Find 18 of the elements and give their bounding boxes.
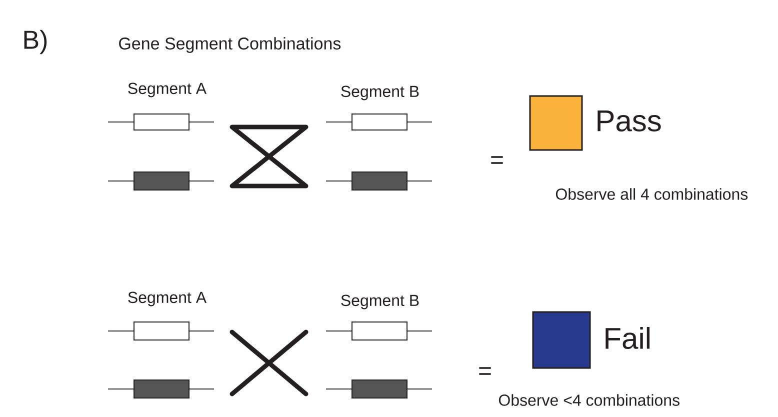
note: Observe all 4 combinations [556, 188, 748, 200]
gene-segment [325, 380, 433, 398]
note: Observe <4 combinations [498, 394, 680, 406]
gene-segment [107, 380, 215, 398]
result-swatch [529, 95, 583, 151]
gene-segment [107, 114, 215, 130]
gene-segment [107, 322, 215, 340]
gene-segment [325, 322, 433, 340]
equals-sign: = [479, 367, 491, 375]
gene-segment [325, 114, 433, 130]
panel-letter: B) [24, 30, 47, 54]
gene-segment [107, 172, 215, 190]
result-swatch [532, 311, 591, 369]
result-label: Fail [606, 326, 650, 349]
title: Gene Segment Combinations [119, 37, 341, 53]
equals-sign: = [491, 156, 503, 164]
gene-segment [325, 172, 433, 190]
result-label: Pass [598, 110, 661, 132]
